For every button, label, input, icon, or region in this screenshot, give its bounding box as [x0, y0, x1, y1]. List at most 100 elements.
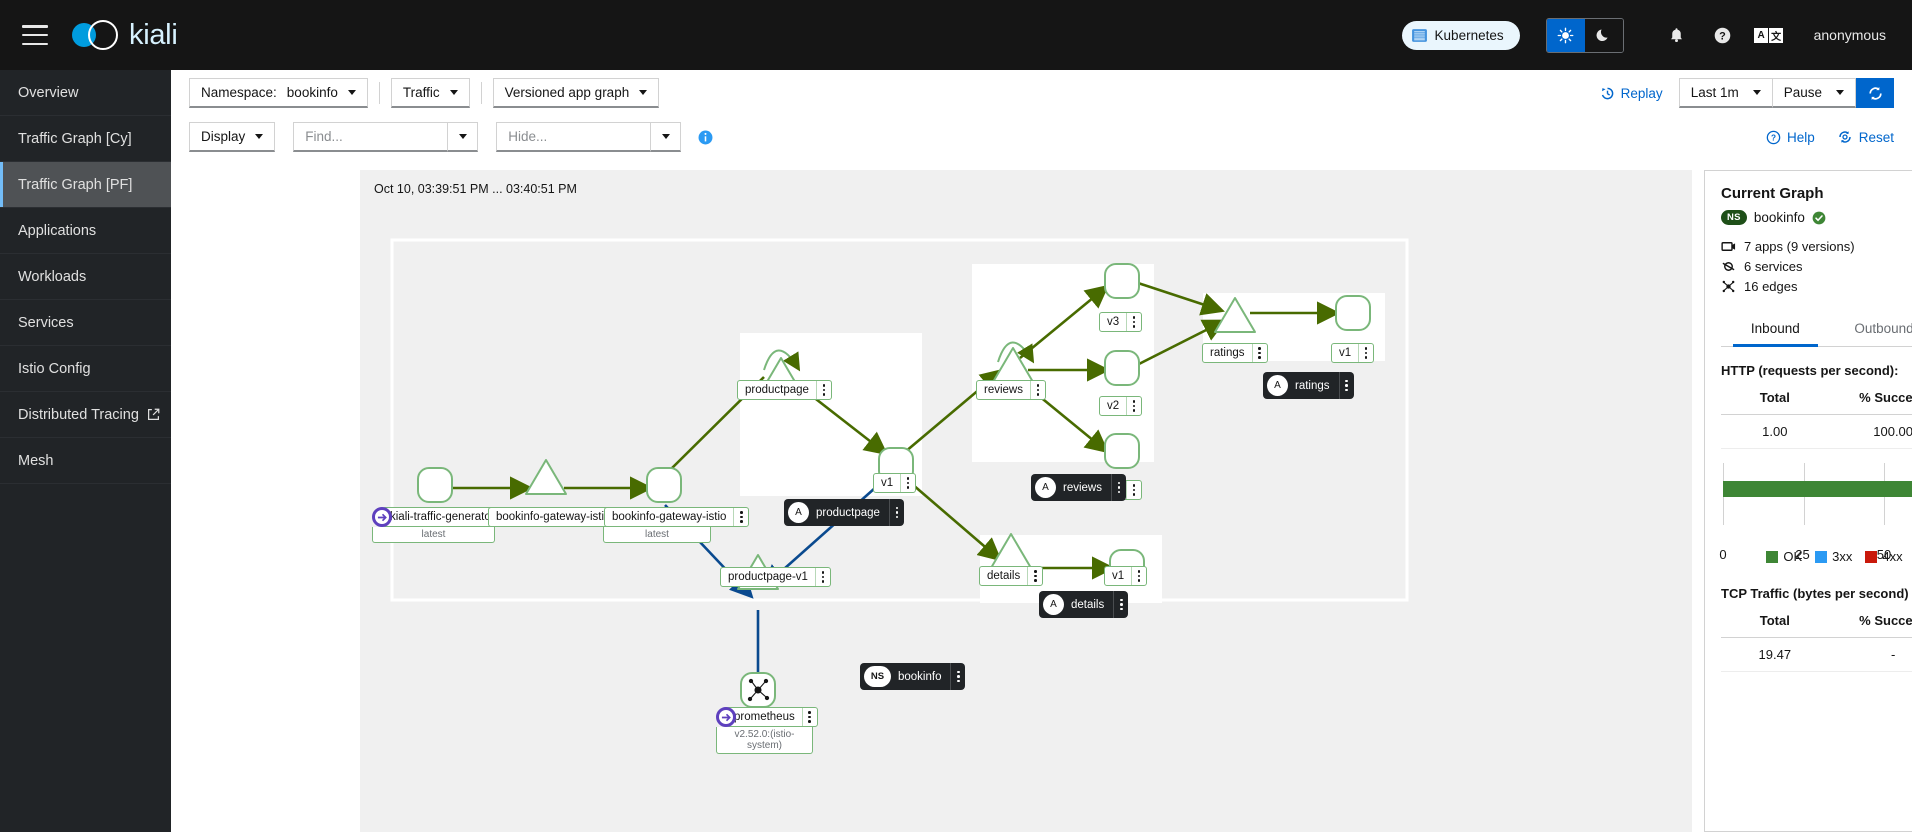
node-menu-button[interactable] — [1126, 313, 1141, 331]
group-badge-details[interactable]: A details — [1039, 591, 1129, 618]
node-label-prometheus[interactable]: prometheus — [716, 707, 818, 727]
theme-light-button[interactable] — [1546, 18, 1585, 52]
graph-reset-label: Reset — [1858, 129, 1894, 145]
side-panel-namespace: NS bookinfo — [1721, 210, 1912, 225]
group-menu-button[interactable] — [1113, 591, 1128, 618]
brand-logo[interactable]: kiali — [72, 18, 178, 52]
table-header-row: Total % Success % Error — [1721, 386, 1912, 415]
theme-dark-button[interactable] — [1584, 18, 1623, 52]
node-menu-button[interactable] — [733, 508, 748, 526]
sidebar: Overview Traffic Graph [Cy] Traffic Grap… — [0, 70, 171, 832]
node-label-kiali-traffic-generator[interactable]: kiali-traffic-generator — [372, 507, 518, 527]
group-badge-namespace-bookinfo[interactable]: NS bookinfo — [860, 663, 966, 690]
hide-dropdown-button[interactable] — [651, 122, 682, 152]
refresh-button[interactable] — [1856, 78, 1894, 108]
node-label-details-service[interactable]: details — [979, 566, 1044, 586]
sidebar-item-mesh[interactable]: Mesh — [0, 438, 171, 484]
find-input[interactable]: Find... — [293, 122, 449, 152]
user-menu[interactable]: anonymous — [1813, 27, 1886, 43]
cluster-chip[interactable]: Kubernetes — [1401, 20, 1520, 50]
namespace-selector[interactable]: Namespace: bookinfo — [189, 78, 368, 108]
hide-input[interactable]: Hide... — [496, 122, 652, 152]
group-menu-button[interactable] — [950, 663, 965, 690]
legend-3xx[interactable]: 3xx — [1815, 549, 1852, 564]
cell-total: 19.47 — [1721, 637, 1829, 672]
brand-name: kiali — [129, 18, 178, 51]
group-menu-button[interactable] — [888, 499, 904, 526]
node-menu-button[interactable] — [900, 474, 915, 492]
theme-toggle[interactable] — [1545, 17, 1624, 53]
node-label-bookinfo-gateway-workload[interactable]: bookinfo-gateway-istio — [604, 507, 750, 527]
sidebar-item-label: Istio Config — [18, 360, 91, 377]
tab-outbound[interactable]: Outbound — [1854, 321, 1912, 336]
graph-toolbar-secondary: Display Find... Hide... ? — [171, 116, 1912, 158]
sidebar-item-label: Services — [18, 314, 74, 331]
cell-success: 100.00 — [1828, 414, 1912, 449]
node-menu-button[interactable] — [801, 708, 817, 726]
info-circle-icon[interactable] — [697, 129, 714, 146]
node-menu-button[interactable] — [814, 568, 830, 586]
sidebar-item-traffic-graph-cy[interactable]: Traffic Graph [Cy] — [0, 116, 171, 162]
mesh-node-icon — [747, 678, 770, 702]
node-menu-button[interactable] — [815, 381, 831, 399]
group-menu-button[interactable] — [1338, 372, 1354, 399]
workload-node-reviews-v3 — [1104, 263, 1140, 299]
sidebar-item-overview[interactable]: Overview — [0, 70, 171, 116]
graph-help-button[interactable]: ? Help — [1766, 130, 1815, 145]
kiali-logo-icon — [72, 18, 118, 52]
node-label-reviews-v2[interactable]: v2 — [1099, 396, 1143, 416]
node-label-ratings-service[interactable]: ratings — [1202, 343, 1268, 363]
stat-edges-text: 16 edges — [1744, 279, 1798, 294]
node-menu-button[interactable] — [1126, 481, 1141, 499]
node-menu-button[interactable] — [1027, 567, 1042, 585]
duration-selector[interactable]: Last 1m — [1678, 78, 1773, 108]
masthead: kiali Kubernetes — [0, 0, 1912, 70]
help-button[interactable]: ? — [1700, 15, 1746, 55]
node-menu-button[interactable] — [1358, 344, 1373, 362]
group-badge-ratings[interactable]: A ratings — [1263, 372, 1354, 399]
hamburger-icon[interactable] — [22, 25, 48, 45]
node-label-productpage-v1-service[interactable]: productpage-v1 — [720, 567, 831, 587]
node-menu-button[interactable] — [1126, 397, 1141, 415]
replay-button[interactable]: Replay — [1600, 86, 1663, 101]
sidebar-item-services[interactable]: Services — [0, 300, 171, 346]
col-total: Total — [1721, 386, 1829, 415]
node-label-productpage-v1-workload[interactable]: v1 — [873, 473, 917, 493]
node-menu-button[interactable] — [1029, 381, 1045, 399]
legend-4xx[interactable]: 4xx — [1865, 549, 1903, 564]
node-label-ratings-v1[interactable]: v1 — [1331, 343, 1375, 363]
node-label-reviews-service[interactable]: reviews — [976, 380, 1046, 400]
node-version-prometheus: v2.52.0:(istio-system) — [716, 727, 813, 754]
sidebar-item-traffic-graph-pf[interactable]: Traffic Graph [PF] — [0, 162, 171, 208]
sidebar-item-applications[interactable]: Applications — [0, 208, 171, 254]
col-total: Total — [1721, 609, 1829, 638]
group-badge-reviews[interactable]: A reviews — [1031, 474, 1126, 501]
node-label-bookinfo-gateway-service[interactable]: bookinfo-gateway-istio — [488, 507, 634, 527]
tab-inbound[interactable]: Inbound — [1721, 312, 1830, 347]
node-label-productpage-service[interactable]: productpage — [737, 380, 832, 400]
chevron-down-icon — [639, 90, 648, 95]
notifications-button[interactable] — [1654, 15, 1700, 55]
sidebar-item-label: Overview — [18, 84, 79, 101]
display-menu-button[interactable]: Display — [189, 122, 276, 152]
sidebar-item-istio-config[interactable]: Istio Config — [0, 346, 171, 392]
node-label-details-v1[interactable]: v1 — [1104, 566, 1148, 586]
group-menu-button[interactable] — [1110, 474, 1126, 501]
graph-side-panel: Current Graph NS bookinfo 7 apps (9 vers… — [1704, 170, 1912, 832]
node-menu-button[interactable] — [1251, 344, 1267, 362]
graph-reset-button[interactable]: Reset — [1837, 129, 1894, 145]
traffic-selector[interactable]: Traffic — [390, 78, 470, 108]
node-version-kiali-traffic-generator: latest — [372, 527, 495, 543]
http-traffic-table: Total % Success % Error 1.00 100.00 0.00 — [1721, 386, 1912, 449]
legend-ok[interactable]: OK — [1766, 549, 1802, 564]
refresh-interval-selector[interactable]: Pause — [1772, 78, 1856, 108]
graph-type-selector[interactable]: Versioned app graph — [492, 78, 660, 108]
node-label-reviews-v3[interactable]: v3 — [1099, 312, 1143, 332]
node-menu-button[interactable] — [1131, 567, 1146, 585]
find-dropdown-button[interactable] — [448, 122, 479, 152]
sidebar-item-workloads[interactable]: Workloads — [0, 254, 171, 300]
group-badge-productpage[interactable]: A productpage — [784, 499, 904, 526]
sidebar-item-distributed-tracing[interactable]: Distributed Tracing — [0, 392, 171, 438]
traffic-graph-canvas[interactable]: Oct 10, 03:39:51 PM ... 03:40:51 PM — [360, 170, 1692, 832]
